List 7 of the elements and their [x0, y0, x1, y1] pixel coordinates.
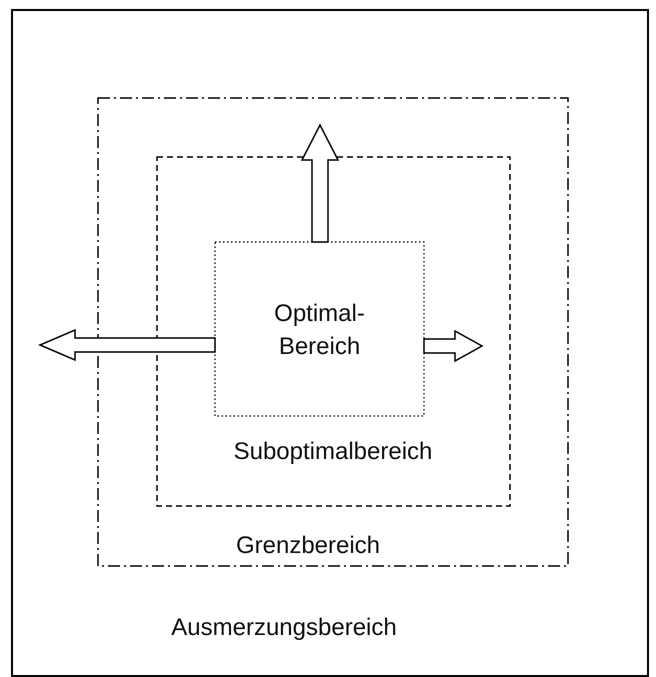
- region-label: Optimal- Bereich: [273, 299, 366, 362]
- region-label: Grenzbereich: [236, 532, 380, 560]
- arrow: [38, 328, 216, 362]
- region-label: Suboptimalbereich: [234, 438, 432, 466]
- region-label: Ausmerzungsbereich: [171, 614, 397, 642]
- arrow: [423, 330, 484, 362]
- arrow: [300, 123, 340, 243]
